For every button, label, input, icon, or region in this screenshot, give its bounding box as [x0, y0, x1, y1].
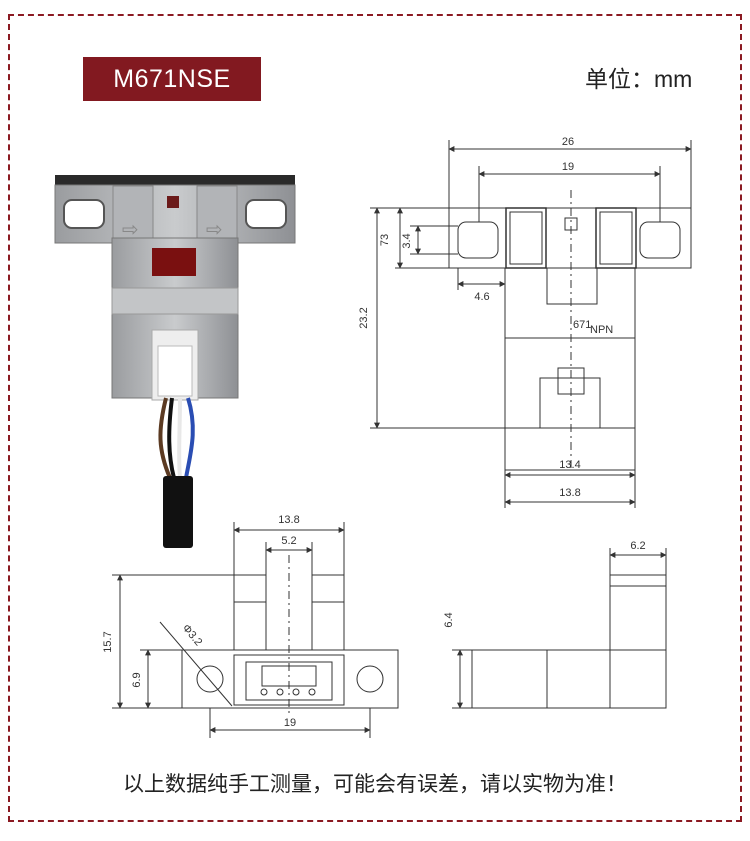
dim-height-73: 73 [379, 234, 391, 246]
dashed-border-frame [8, 14, 742, 822]
mount-hole-left [63, 199, 105, 229]
top-part-label: 671 [573, 319, 591, 331]
front-view-drawing [112, 522, 399, 738]
arrow-right-icon: ⇨ [206, 219, 223, 241]
dim-slot-3-4: 3.4 [401, 233, 413, 248]
dim-front-gap: 5.2 [281, 535, 296, 547]
wire-black [167, 397, 176, 479]
dim-width-13-8: 13.8 [559, 487, 580, 499]
dim-side-width: 6.2 [630, 540, 645, 552]
dim-hole-pitch: 19 [562, 161, 574, 173]
wire-brown [158, 397, 172, 479]
wire-blue [184, 397, 195, 479]
dim-overall-width: 26 [562, 136, 574, 148]
dim-width-13-4: 13.4 [559, 459, 580, 471]
dim-front-base-height: 6.9 [131, 672, 143, 687]
top-view-drawing [370, 140, 692, 508]
arrow-right-icon: ⇨ [122, 219, 139, 241]
model-badge: M671NSE [83, 57, 261, 101]
dim-hole-diameter: Φ3.2 [180, 622, 205, 648]
wire-white [177, 397, 182, 479]
dim-front-hole-pitch: 19 [284, 717, 296, 729]
cable-sheath [163, 476, 193, 548]
dim-front-top-width: 13.8 [278, 514, 299, 526]
top-part-sublabel: NPN [590, 324, 613, 336]
side-view-drawing [452, 548, 667, 709]
dim-offset-4-6: 4.6 [474, 291, 489, 303]
sensor-window [152, 248, 196, 276]
dim-front-height: 15.7 [102, 631, 114, 652]
dim-side-height: 6.4 [443, 612, 455, 627]
dim-total-height: 23.2 [358, 307, 370, 328]
unit-label: 单位：mm [585, 66, 693, 92]
footer-note: 以上数据纯手工测量，可能会有误差，请以实物为准！ [123, 773, 627, 796]
mount-hole-right [245, 199, 287, 229]
product-photo: ⇨ ⇨ [54, 175, 296, 548]
